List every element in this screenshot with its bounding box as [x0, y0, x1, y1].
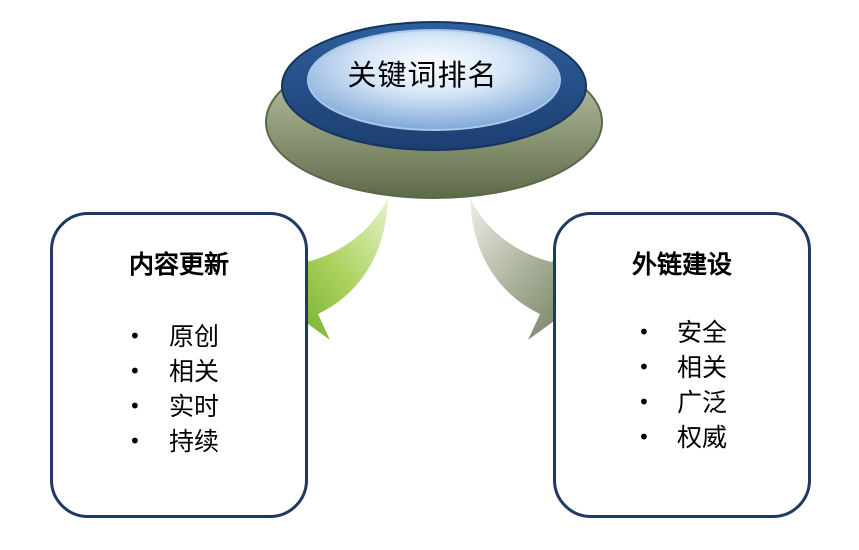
list-item: •相关: [53, 354, 305, 389]
arrow-right-gray: [470, 198, 580, 340]
button-face: [307, 29, 561, 131]
list-item: •实时: [53, 389, 305, 424]
bullet-icon: •: [638, 425, 650, 449]
bullet-icon: •: [129, 324, 141, 348]
link-building-title: 外链建设: [631, 250, 732, 279]
keyword-ranking-label: 关键词排名: [347, 58, 498, 92]
content-update-title: 内容更新: [128, 250, 229, 279]
content-update-box: 内容更新 •原创 •相关 •实时 •持续: [50, 212, 308, 518]
list-item: •权威: [556, 420, 808, 455]
list-item: •安全: [556, 315, 808, 350]
link-building-list: •安全 •相关 •广泛 •权威: [556, 315, 808, 455]
bullet-icon: •: [129, 359, 141, 383]
bullet-icon: •: [638, 355, 650, 379]
list-item: •原创: [53, 319, 305, 354]
list-item: •持续: [53, 424, 305, 459]
bullet-icon: •: [638, 320, 650, 344]
list-item: •广泛: [556, 385, 808, 420]
bullet-icon: •: [638, 390, 650, 414]
link-building-box: 外链建设 •安全 •相关 •广泛 •权威: [553, 212, 811, 518]
content-update-list: •原创 •相关 •实时 •持续: [53, 319, 305, 459]
bullet-icon: •: [129, 429, 141, 453]
bullet-icon: •: [129, 394, 141, 418]
list-item: •相关: [556, 350, 808, 385]
